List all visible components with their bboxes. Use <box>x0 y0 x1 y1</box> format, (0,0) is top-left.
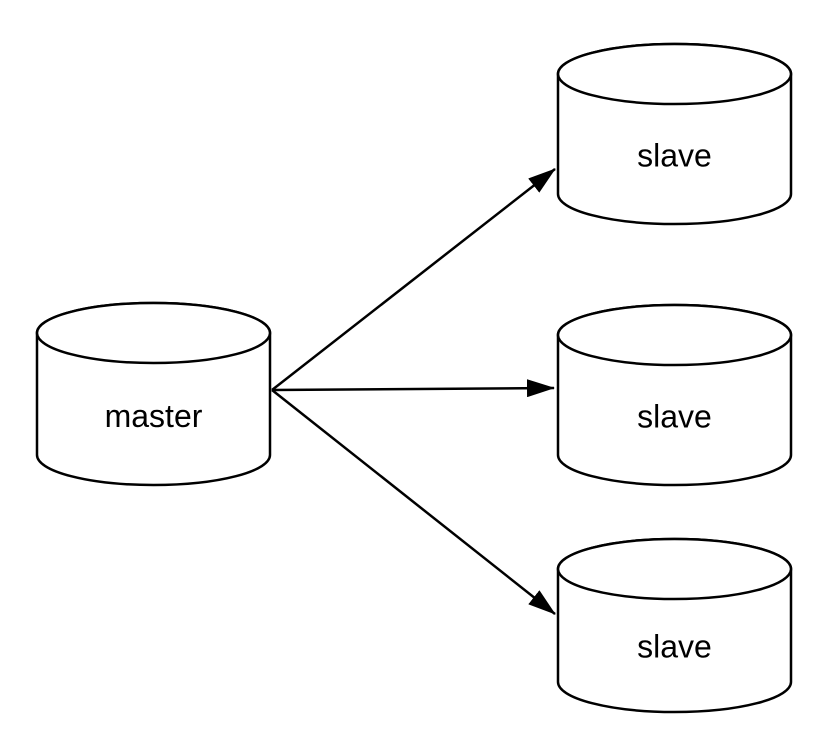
database-cylinder-top <box>556 537 793 601</box>
database-cylinder-top <box>556 42 793 106</box>
node-label-master: master <box>105 398 203 434</box>
arrow-master-to-slave-2 <box>271 379 555 398</box>
node-master: master <box>35 301 272 487</box>
database-cylinder-top <box>556 303 793 367</box>
node-slave-3: slave <box>556 537 793 714</box>
node-slave-1: slave <box>556 42 793 226</box>
node-label-slave-1: slave <box>637 138 712 174</box>
node-label-slave-3: slave <box>637 628 712 664</box>
node-label-slave-2: slave <box>637 399 712 435</box>
arrow-master-to-slave-3 <box>271 389 556 615</box>
node-slave-2: slave <box>556 303 793 487</box>
arrow-master-to-slave-1 <box>271 168 556 391</box>
database-cylinder-top <box>35 301 272 365</box>
